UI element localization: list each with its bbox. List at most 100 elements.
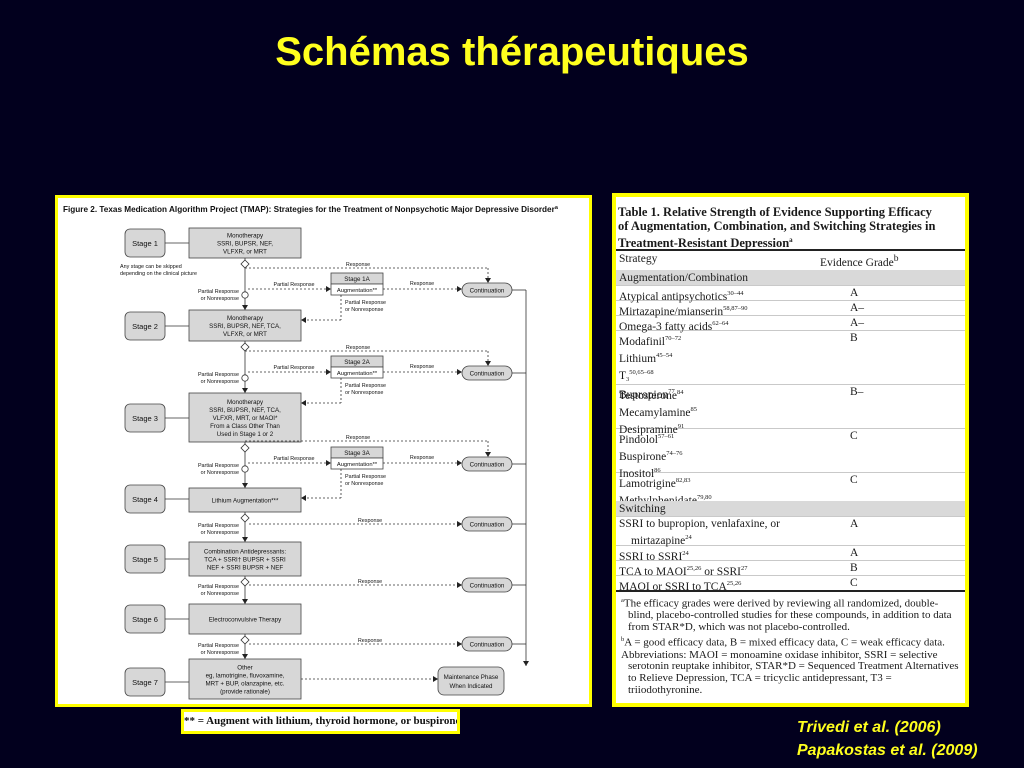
table-title: Table 1. Relative Strength of Evidence S… [618, 205, 963, 250]
arrow-head [457, 369, 462, 375]
strategy-text: Mirtazapine/mianserin [619, 305, 724, 318]
treatment-text: Electroconvulsive Therapy [209, 617, 282, 624]
reference-sup: 77 [668, 388, 675, 396]
partial-response-label: Partial Response [198, 372, 239, 378]
treatment-text: NEF + SSRI BUPSR + NEF [207, 565, 284, 572]
grade-cell: C [850, 430, 858, 442]
treatment-text: eg, lamotrigine, fluvoxamine, [206, 673, 285, 680]
junction-circle [241, 465, 249, 473]
stage-label: Stage 2 [132, 322, 158, 331]
augmentation-box [330, 457, 384, 470]
grade-cell: C [850, 577, 858, 589]
partial-response-label: or Nonresponse [201, 470, 239, 476]
decision-diamond [240, 577, 250, 587]
treatment-text: VLFXR, or MRT [223, 331, 267, 338]
substage-label: Stage 2A [344, 359, 370, 366]
treatment-text: Combination Antidepressants: [204, 549, 286, 556]
stage-label: Stage 7 [132, 678, 158, 687]
stage-label: Stage 3 [132, 414, 158, 423]
strategy-text: Mecamylamine [619, 406, 691, 419]
footnote: bA = good efficacy data, B = mixed effic… [619, 634, 962, 649]
reference-sup: 30–44 [727, 290, 744, 297]
grade-cell: B [850, 562, 858, 574]
partial-response-label: or Nonresponse [345, 390, 383, 396]
treatment-text: TCA + SSRI† BUPSR + SSRI [204, 557, 286, 564]
reference-sup: 24 [682, 550, 689, 557]
grade-cell: C [850, 474, 858, 486]
treatment-text: (provide rationale) [220, 689, 270, 696]
treatment-text: SSRI, BUPSR, NEF, TCA, [209, 407, 281, 414]
treatment-box [188, 658, 302, 700]
strategy-line: Pindolol57–61 [619, 430, 819, 447]
reference-sup: 82,83 [675, 477, 691, 484]
treatment-text: Used in Stage 1 or 2 [217, 431, 274, 438]
response-text: Response [410, 281, 434, 287]
partial-response-label: or Nonresponse [201, 530, 239, 536]
citation-trivedi: Trivedi et al. (2006) [797, 719, 941, 736]
response-text: Response [358, 518, 382, 524]
reference-sup: 27 [740, 565, 748, 572]
table-title-line: of Augmentation, Combination, and Switch… [618, 219, 936, 233]
arrow-head [457, 582, 462, 588]
reference-sup: 74–76 [666, 449, 683, 457]
response-text: Response [346, 435, 370, 441]
reference-sup: 62–64 [712, 320, 729, 327]
strategy-line: T350,65–68 [619, 366, 819, 386]
spine-arrow [242, 388, 248, 393]
strategy-text: mirtazapine [631, 534, 686, 547]
partial-response-label: or Nonresponse [201, 296, 239, 302]
strategy-line: SSRI to SSRI24 [619, 547, 819, 564]
strategy-cell: TCA to MAOI25,26 or SSRI27 [619, 562, 819, 579]
arrow-head [326, 369, 331, 375]
continuation-label: Continuation [470, 371, 505, 378]
decision-diamond [240, 513, 250, 523]
section-label: Switching [619, 503, 666, 515]
partial-response-label: Partial Response [345, 300, 386, 306]
table-section-row: Augmentation/Combination [616, 270, 965, 286]
augmentation-label: Augmentation** [337, 371, 378, 377]
strategy-line: Inositol86 [619, 464, 819, 481]
table-title-line: Treatment-Resistant Depressiona [618, 233, 963, 250]
table-title-line: Table 1. Relative Strength of Evidence S… [618, 205, 932, 219]
strategy-line: Testosterone84 [619, 386, 819, 403]
partial-response-text: Partial Response [273, 365, 314, 371]
grade-cell: A [850, 287, 859, 299]
evidence-table: Table 1. Relative Strength of Evidence S… [616, 197, 965, 703]
treatment-box [188, 487, 302, 513]
partial-response-label: or Nonresponse [345, 307, 383, 313]
flowchart-frame: Figure 2. Texas Medication Algorithm Pro… [55, 195, 592, 707]
strategy-text: T [619, 369, 627, 382]
continuation-label: Continuation [470, 462, 505, 469]
response-text: Response [346, 345, 370, 351]
footnote-mark: b [621, 636, 625, 644]
figure-title: Figure 2. Texas Medication Algorithm Pro… [63, 205, 559, 214]
maintenance-box [437, 666, 505, 696]
arrow-head [457, 460, 462, 466]
arrow-head [301, 400, 306, 406]
arrow-head [457, 641, 462, 647]
skip-note: depending on the clinical picture [120, 271, 197, 277]
reference-sup: 79,80 [696, 493, 712, 501]
strategy-line: TCA to MAOI25,26 [619, 565, 702, 578]
response-text: Response [358, 579, 382, 585]
strategy-line: Atypical antipsychotics30–44 [619, 287, 819, 304]
treatment-text: SSRI, BUPSR, NEF, TCA, [209, 323, 281, 330]
strategy-line: Lamotrigine82,83 [619, 474, 819, 491]
strategy-text: Testosterone [619, 389, 677, 402]
treatment-text: MRT + BUP, olanzapine, etc. [206, 681, 285, 688]
reference-sup: 25,26 [686, 565, 702, 572]
arrow-head [433, 676, 438, 682]
citation-papakostas: Papakostas et al. (2009) [797, 742, 978, 759]
reference-sup: 70–72 [665, 335, 682, 342]
arrow-head [523, 661, 529, 666]
strategy-line: Desipramine91 [619, 420, 819, 437]
partial-response-label: Partial Response [198, 584, 239, 590]
partial-response-label: or Nonresponse [201, 650, 239, 656]
reference-sup: 45–54 [656, 351, 673, 359]
augmentation-box [330, 283, 384, 296]
